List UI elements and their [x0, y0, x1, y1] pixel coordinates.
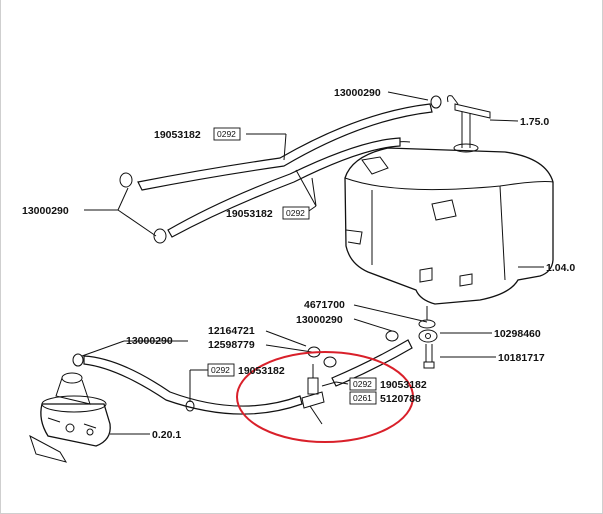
- part-label-19053182-b: 19053182: [226, 208, 273, 220]
- ref-box: [349, 391, 377, 405]
- part-label-12598779: 12598779: [208, 339, 255, 351]
- part-label-10298460: 10298460: [494, 328, 541, 340]
- part-label-1-75-0: 1.75.0: [520, 116, 549, 128]
- part-label-12164721: 12164721: [208, 325, 255, 337]
- banjo-fitting: [418, 306, 438, 369]
- ref-code-0292-c: 0292: [211, 365, 230, 375]
- ref-code-0292-b: 0292: [286, 208, 305, 218]
- fuel-tank: [344, 141, 554, 305]
- filler-neck: [447, 95, 519, 153]
- ref-code-0292-d: 0292: [353, 379, 372, 389]
- ref-code-0292-a: 0292: [217, 129, 236, 139]
- part-label-4671700: 4671700: [304, 299, 345, 311]
- part-label-13000290-top: 13000290: [334, 87, 381, 99]
- fuel-pump: [29, 372, 111, 463]
- part-label-13000290-mid: 13000290: [296, 314, 343, 326]
- part-label-13000290-left: 13000290: [22, 205, 69, 217]
- ref-code-0261: 0261: [353, 393, 372, 403]
- part-label-10181717: 10181717: [498, 352, 545, 364]
- ref-box: [207, 363, 235, 377]
- top-hose-lower: [153, 137, 401, 244]
- top-hose-upper: [119, 95, 442, 191]
- highlight-circle: [236, 351, 414, 443]
- ref-box: [282, 206, 310, 220]
- ref-box: [349, 377, 377, 391]
- part-label-13000290-bottom-left: 13000290: [126, 335, 173, 347]
- part-label-19053182-d: 19053182: [380, 379, 427, 391]
- ref-box: [213, 127, 241, 141]
- tee-connector: [301, 364, 337, 425]
- part-label-0-20-1: 0.20.1: [152, 429, 181, 441]
- part-label-19053182-c: 19053182: [238, 365, 285, 377]
- hose-clamp: [323, 356, 337, 368]
- part-label-5120788: 5120788: [380, 393, 421, 405]
- part-label-19053182-a: 19053182: [154, 129, 201, 141]
- part-label-1-04-0: 1.04.0: [546, 262, 575, 274]
- hose-clamp: [385, 330, 399, 342]
